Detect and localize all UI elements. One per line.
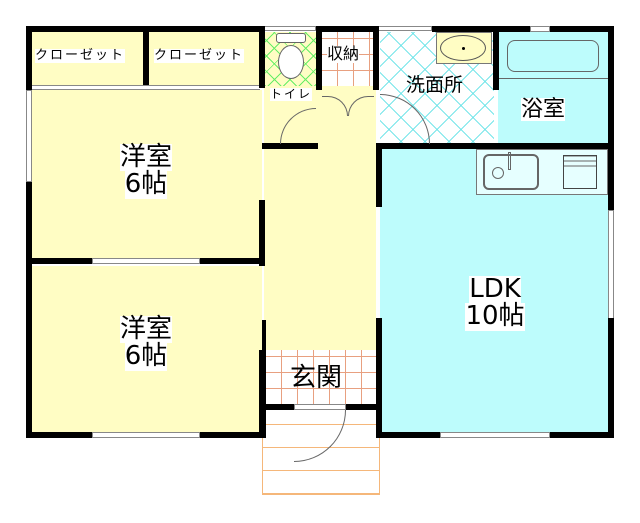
bedroom-1-label-group: 洋室 6帖	[112, 142, 180, 200]
bedroom-1-size: 6帖	[124, 169, 168, 200]
bedroom-divider-wall-b	[200, 258, 265, 264]
bathroom-area	[498, 32, 608, 144]
outer-wall-top-mid	[316, 26, 378, 32]
sink-icon	[483, 154, 539, 190]
toilet-tank-icon	[276, 33, 306, 43]
window-washroom-top	[378, 26, 432, 31]
storage-right-wall	[373, 26, 379, 90]
bedroom-1-right-wall	[259, 200, 265, 266]
bedroom-1-label: 洋室	[119, 142, 172, 172]
bathtub-icon	[507, 40, 599, 72]
entrance-door[interactable]	[294, 404, 346, 410]
entrance-area	[266, 350, 376, 404]
toilet-right-wall	[316, 26, 322, 90]
outer-wall-bottom-d	[550, 432, 614, 438]
ldk-left-wall-b	[376, 318, 382, 438]
closet-divider-wall	[143, 26, 149, 88]
outer-wall-bottom-c	[376, 432, 440, 438]
window-toilet-top	[264, 26, 316, 31]
outer-wall-bottom-b	[200, 432, 266, 438]
ldk-top-wall	[376, 143, 614, 149]
outer-wall-right-b	[608, 318, 614, 438]
ldk-size: 10帖	[465, 301, 525, 332]
outer-wall-top-right-a	[432, 26, 530, 32]
washroom-bath-wall	[493, 26, 499, 90]
bathroom-label: 浴室	[521, 97, 566, 122]
ldk-label: LDK	[469, 274, 521, 304]
storage-label: 収納	[327, 44, 360, 63]
toilet-left-wall	[259, 26, 265, 88]
ldk-label-group: LDK 10帖	[460, 274, 530, 332]
outer-wall-top-right-b	[550, 26, 614, 32]
outer-wall-left-b	[26, 182, 32, 438]
entrance-bottom-wall-a	[262, 404, 294, 410]
ldk-left-wall-a	[376, 143, 382, 207]
entrance-label: 玄関	[290, 363, 343, 393]
toilet-bowl-icon	[278, 45, 304, 79]
bedroom-2-label-group: 洋室 6帖	[112, 314, 180, 372]
stove-icon	[563, 155, 597, 189]
outer-wall-right-a	[608, 26, 614, 210]
sink-drain-icon	[492, 167, 504, 179]
bedroom-divider-window	[92, 258, 200, 264]
outer-wall-left-a	[26, 26, 32, 90]
bedroom-divider-wall-a	[26, 258, 92, 264]
entrance-left-wall	[259, 350, 266, 438]
closet-door-line	[32, 85, 260, 90]
window-bedroom-2-bottom	[92, 432, 200, 438]
window-ldk-bottom	[440, 432, 550, 438]
bedroom-2-label: 洋室	[119, 314, 172, 344]
faucet-icon	[508, 152, 511, 170]
toilet-label: トイレ	[270, 87, 313, 101]
outer-wall-bottom-a	[26, 432, 92, 438]
closet-1-label: クローゼット	[35, 48, 126, 63]
bedroom-2-right-wall	[262, 320, 266, 350]
window-bathroom-top	[530, 26, 550, 32]
entrance-bottom-wall-b	[346, 404, 380, 410]
toilet-bottom-wall	[262, 143, 318, 149]
bathtub-edge	[498, 78, 608, 79]
bedroom-2-size: 6帖	[124, 341, 168, 372]
washbasin-drain-icon	[462, 47, 465, 50]
hallway-area	[264, 86, 376, 350]
washroom-label: 洗面所	[406, 74, 464, 96]
closet-2-label: クローゼット	[154, 48, 245, 63]
window-ldk-right	[608, 210, 614, 320]
window-bedroom-1-left	[26, 90, 32, 182]
